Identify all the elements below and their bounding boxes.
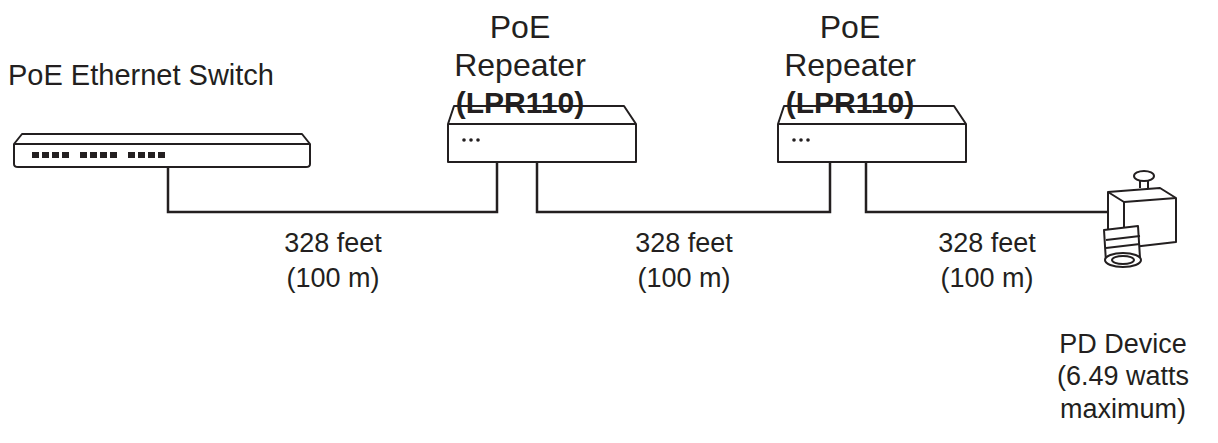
cable-line xyxy=(537,162,830,212)
node-label: PoE Repeater xyxy=(750,8,950,85)
node-label: (LPR110) xyxy=(420,85,620,121)
cable-line xyxy=(866,162,1108,212)
powered-device: PD Device (6.49 watts maximum) xyxy=(1032,168,1214,443)
node-label: PD Device (6.49 watts maximum) xyxy=(1032,328,1214,425)
cable-length-label: 328 feet (100 m) xyxy=(264,226,402,296)
node-label: (LPR110) xyxy=(750,85,950,121)
repeater-device: PoE Repeater(LPR110) xyxy=(750,8,950,166)
repeater-device: PoE Repeater(LPR110) xyxy=(420,8,620,166)
switch-device: PoE Ethernet Switch xyxy=(8,58,328,168)
cable-line xyxy=(168,162,497,212)
cable-length-label: 328 feet (100 m) xyxy=(615,226,753,296)
node-label: PoE Repeater xyxy=(420,8,620,85)
camera-icon xyxy=(1094,168,1189,268)
node-label: PoE Ethernet Switch xyxy=(8,58,328,93)
switch-icon xyxy=(12,132,312,168)
cable-length-label: 328 feet (100 m) xyxy=(918,226,1056,296)
